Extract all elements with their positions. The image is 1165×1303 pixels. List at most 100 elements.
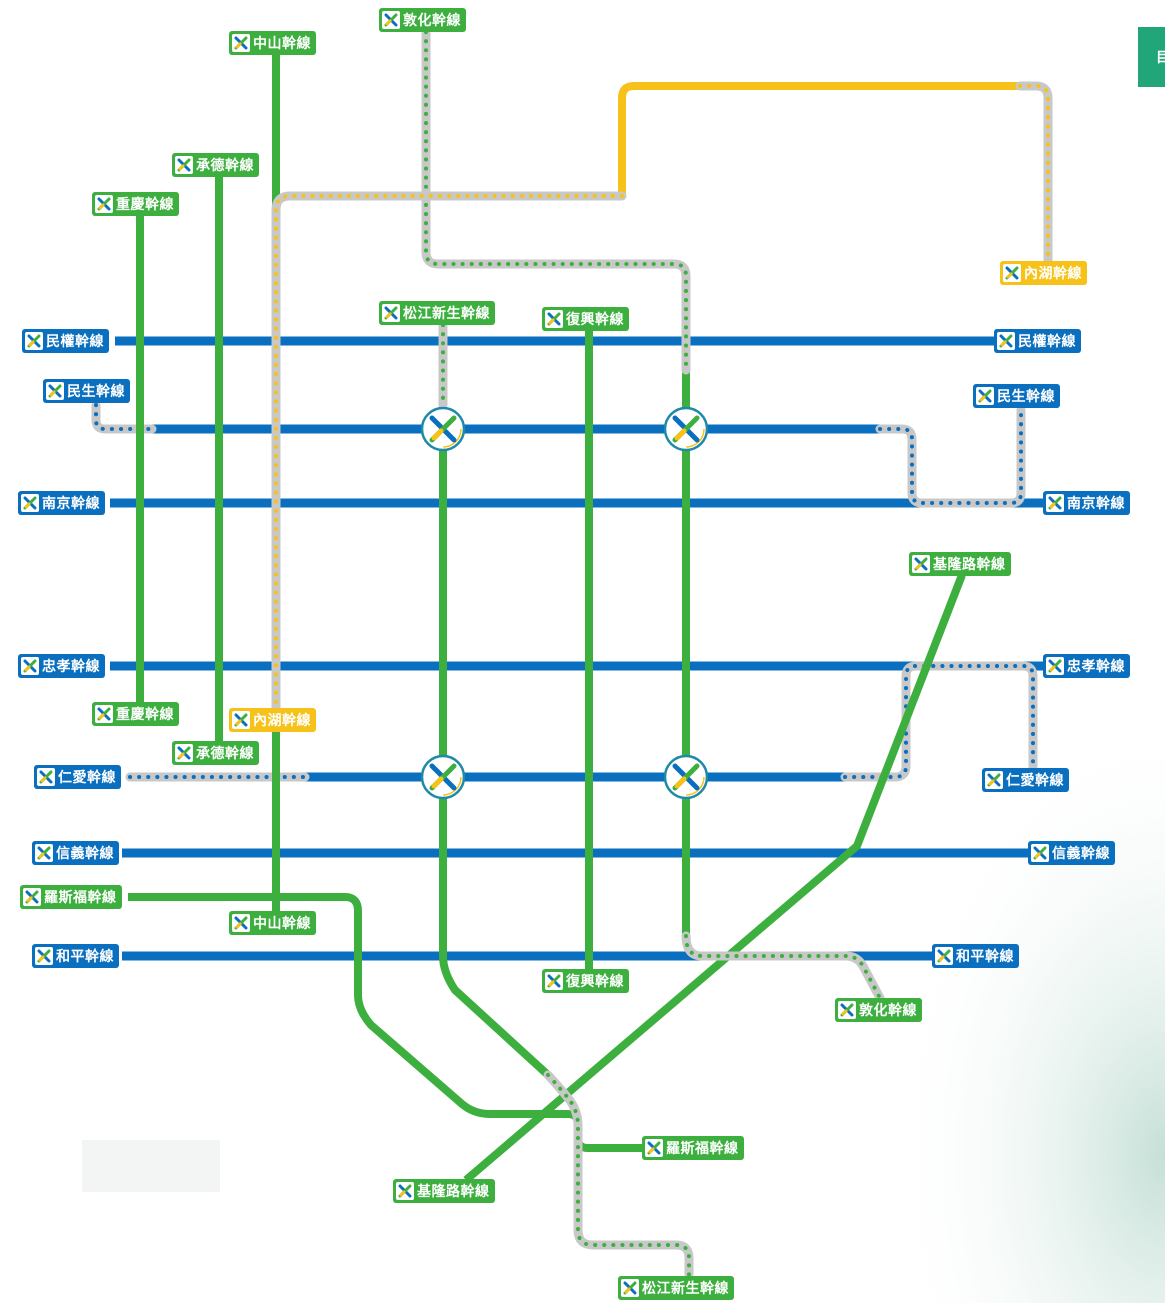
label-text: 重慶幹線 — [116, 197, 174, 213]
bus-icon — [912, 555, 930, 573]
bus-icon — [46, 382, 64, 400]
bus-icon — [545, 310, 563, 328]
label-fuxing-bottom[interactable]: 復興幹線 — [542, 969, 629, 993]
bus-logo-icon — [384, 306, 398, 320]
interchange-dunhua-minsheng[interactable] — [663, 406, 709, 452]
bus-logo-icon — [97, 707, 111, 721]
bus-logo-icon — [23, 659, 37, 673]
bus-logo-icon — [39, 770, 53, 784]
label-neihu-left[interactable]: 內湖幹線 — [229, 708, 316, 732]
label-dunhua-bottom[interactable]: 敦化幹線 — [835, 998, 922, 1022]
bus-icon — [396, 1182, 414, 1200]
label-minquan-left[interactable]: 民權幹線 — [22, 329, 109, 353]
bus-logo-icon — [234, 36, 248, 50]
label-neihu-right[interactable]: 內湖幹線 — [1000, 261, 1087, 285]
bus-logo-icon — [937, 949, 951, 963]
label-zhongxiao-left[interactable]: 忠孝幹線 — [18, 654, 105, 678]
keelung-line[interactable] — [463, 573, 966, 1184]
label-roosevelt-right[interactable]: 羅斯福幹線 — [642, 1136, 744, 1160]
label-zhongshan-bottom[interactable]: 中山幹線 — [229, 911, 316, 935]
label-zhongxiao-right[interactable]: 忠孝幹線 — [1043, 654, 1130, 678]
bus-logo-icon — [1005, 266, 1019, 280]
label-nanjing-left[interactable]: 南京幹線 — [18, 491, 105, 515]
label-xinyi-right[interactable]: 信義幹線 — [1028, 841, 1115, 865]
interchange-songjiang-renai[interactable] — [420, 754, 466, 800]
label-chengde-bottom[interactable]: 承德幹線 — [172, 741, 259, 765]
label-roosevelt-left[interactable]: 羅斯福幹線 — [20, 885, 122, 909]
bus-icon — [232, 34, 250, 52]
bus-icon — [1031, 844, 1049, 862]
label-keelung-top[interactable]: 基隆路幹線 — [909, 552, 1011, 576]
bus-logo-icon — [547, 974, 561, 988]
bus-icon — [382, 11, 400, 29]
bus-logo-icon — [978, 389, 992, 403]
label-xinyi-left[interactable]: 信義幹線 — [32, 841, 119, 865]
label-songjiang-bottom[interactable]: 松江新生幹線 — [618, 1276, 734, 1300]
label-text: 羅斯福幹線 — [44, 890, 117, 906]
label-chongqing-top[interactable]: 重慶幹線 — [92, 192, 179, 216]
bus-logo-icon — [97, 197, 111, 211]
planned-green-sections — [421, 27, 885, 1281]
interchange-songjiang-minsheng[interactable] — [420, 406, 466, 452]
background-faint-box — [82, 1140, 220, 1192]
bus-icon — [1046, 494, 1064, 512]
songjiang-line[interactable] — [439, 429, 551, 1078]
bus-icon — [838, 1001, 856, 1019]
label-songjiang-top[interactable]: 松江新生幹線 — [379, 301, 495, 325]
label-text: 中山幹線 — [253, 36, 311, 52]
label-minsheng-left[interactable]: 民生幹線 — [43, 379, 130, 403]
bus-logo-icon — [177, 746, 191, 760]
label-zhongshan-top[interactable]: 中山幹線 — [229, 31, 316, 55]
bus-icon — [23, 888, 41, 906]
label-nanjing-right[interactable]: 南京幹線 — [1043, 491, 1130, 515]
bus-icon — [1046, 657, 1064, 675]
label-text: 中山幹線 — [253, 916, 311, 932]
label-keelung-bottom[interactable]: 基隆路幹線 — [393, 1179, 495, 1203]
label-text: 復興幹線 — [566, 974, 624, 990]
label-text: 松江新生幹線 — [642, 1281, 729, 1297]
bus-icon — [645, 1139, 663, 1157]
label-dunhua-top[interactable]: 敦化幹線 — [379, 8, 466, 32]
label-renai-right[interactable]: 仁愛幹線 — [982, 768, 1069, 792]
label-text: 仁愛幹線 — [58, 770, 116, 786]
label-text: 復興幹線 — [566, 312, 624, 328]
bus-icon — [175, 156, 193, 174]
neihu-line[interactable] — [271, 81, 1053, 713]
label-text: 民權幹線 — [46, 334, 104, 350]
label-text: 民生幹線 — [997, 389, 1055, 405]
bus-icon — [95, 705, 113, 723]
bus-logo-icon — [27, 334, 41, 348]
bus-icon — [95, 195, 113, 213]
label-chongqing-bottom[interactable]: 重慶幹線 — [92, 702, 179, 726]
bus-logo-icon — [1048, 659, 1062, 673]
label-minquan-right[interactable]: 民權幹線 — [994, 329, 1081, 353]
bus-icon — [232, 711, 250, 729]
bus-icon — [621, 1279, 639, 1297]
label-fuxing-top[interactable]: 復興幹線 — [542, 307, 629, 331]
label-heping-right[interactable]: 和平幹線 — [932, 944, 1019, 968]
bus-icon — [21, 657, 39, 675]
bus-icon — [25, 332, 43, 350]
bus-icon — [985, 771, 1003, 789]
label-minsheng-right[interactable]: 民生幹線 — [973, 384, 1060, 408]
label-text: 和平幹線 — [956, 949, 1014, 965]
label-chengde-top[interactable]: 承德幹線 — [172, 153, 259, 177]
label-text: 民生幹線 — [67, 384, 125, 400]
bus-logo-icon — [23, 496, 37, 510]
bus-icon — [21, 494, 39, 512]
bus-icon — [545, 972, 563, 990]
side-tab-button[interactable]: 目 — [1138, 27, 1165, 87]
label-text: 南京幹線 — [1067, 496, 1125, 512]
bus-logo-icon — [234, 713, 248, 727]
bus-logo-icon — [623, 1281, 637, 1295]
background-glow — [700, 560, 1165, 1303]
bus-logo-icon — [1033, 846, 1047, 860]
label-text: 仁愛幹線 — [1006, 773, 1064, 789]
interchange-dunhua-renai[interactable] — [663, 754, 709, 800]
label-text: 忠孝幹線 — [42, 659, 100, 675]
label-text: 信義幹線 — [1052, 846, 1110, 862]
label-renai-left[interactable]: 仁愛幹線 — [34, 765, 121, 789]
label-heping-left[interactable]: 和平幹線 — [32, 944, 119, 968]
label-text: 民權幹線 — [1018, 334, 1076, 350]
